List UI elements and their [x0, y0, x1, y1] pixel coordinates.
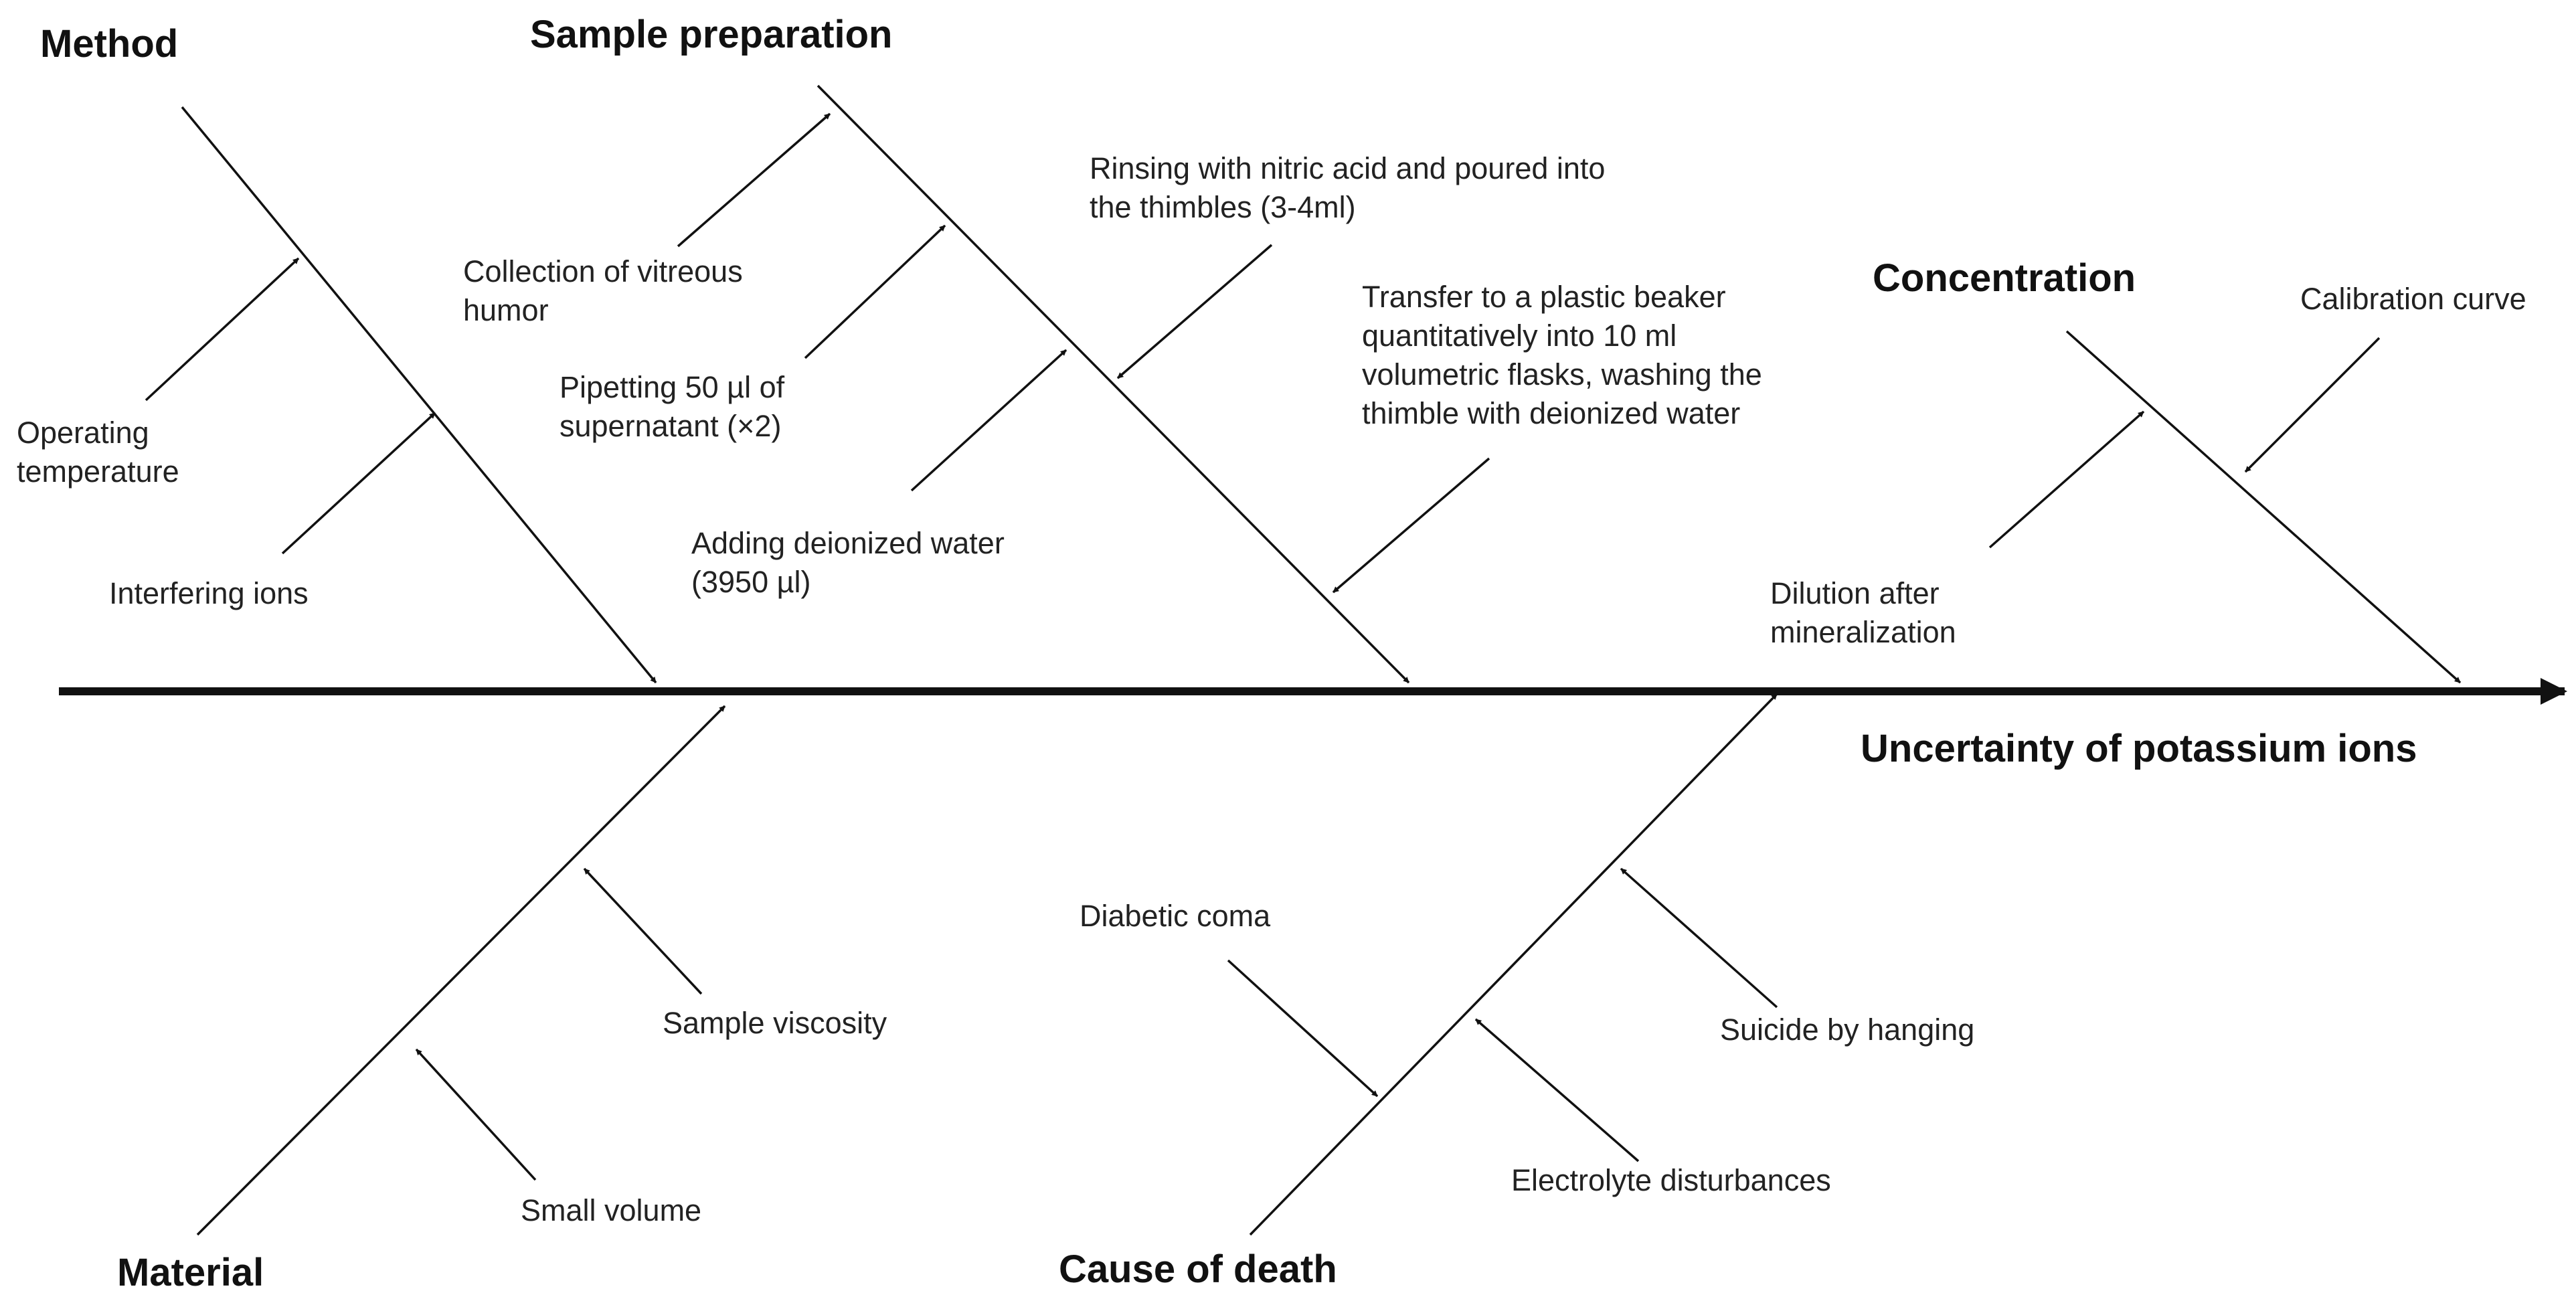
arrow-adding-deionized-water: [910, 349, 1067, 492]
arrow-calibration-curve: [2244, 337, 2381, 473]
cause-small-volume: Small volume: [521, 1193, 702, 1227]
arrow-small-volume: [415, 1048, 537, 1181]
arrow-electrolyte-disturbances: [1474, 1018, 1640, 1162]
cause-sample-viscosity: Sample viscosity: [663, 1006, 887, 1040]
cause-diabetic-coma: Diabetic coma: [1080, 899, 1271, 933]
arrow-pipetting: [804, 224, 946, 359]
cause-interfering-ions: Interfering ions: [109, 576, 309, 610]
cause-collection-vitreous-humor: Collection of vitreous humor: [463, 254, 743, 327]
arrow-dilution: [1988, 410, 2145, 549]
arrow-sample-viscosity: [583, 867, 703, 995]
arrow-diabetic-coma: [1227, 959, 1379, 1098]
arrow-transfer: [1332, 457, 1490, 594]
cause-dilution: Dilution after mineralization: [1770, 576, 1956, 649]
cause-calibration-curve: Calibration curve: [2300, 282, 2526, 316]
arrow-rinsing: [1116, 244, 1273, 379]
cause-electrolyte-disturbances: Electrolyte disturbances: [1511, 1163, 1831, 1197]
bone-cause-of-death: [1249, 693, 1778, 1236]
arrow-collection-vitreous-humor: [677, 112, 831, 248]
cause-operating-temperature: Operating temperature: [17, 416, 179, 489]
bone-method: [181, 106, 657, 684]
arrow-operating-temperature: [145, 257, 300, 402]
category-title-cause-of-death: Cause of death: [1059, 1247, 1337, 1291]
arrow-interfering-ions: [281, 412, 436, 555]
bone-sample-preparation: [817, 84, 1410, 684]
bone-concentration: [2065, 330, 2462, 684]
cause-transfer: Transfer to a plastic beaker quantitativ…: [1362, 280, 1762, 430]
cause-rinsing: Rinsing with nitric acid and poured into…: [1090, 151, 1606, 224]
cause-suicide-by-hanging: Suicide by hanging: [1720, 1013, 1975, 1047]
bone-material: [196, 705, 726, 1236]
cause-adding-deionized-water: Adding deionized water (3950 µl): [691, 526, 1005, 599]
category-title-material: Material: [117, 1251, 264, 1294]
category-title-method: Method: [40, 22, 179, 66]
effect-label: Uncertainty of potassium ions: [1861, 727, 2417, 770]
arrow-suicide-by-hanging: [1620, 867, 1778, 1009]
category-title-concentration: Concentration: [1873, 256, 2136, 300]
category-title-sample-preparation: Sample preparation: [530, 13, 893, 56]
cause-pipetting: Pipetting 50 µl of supernatant (×2): [560, 370, 785, 443]
